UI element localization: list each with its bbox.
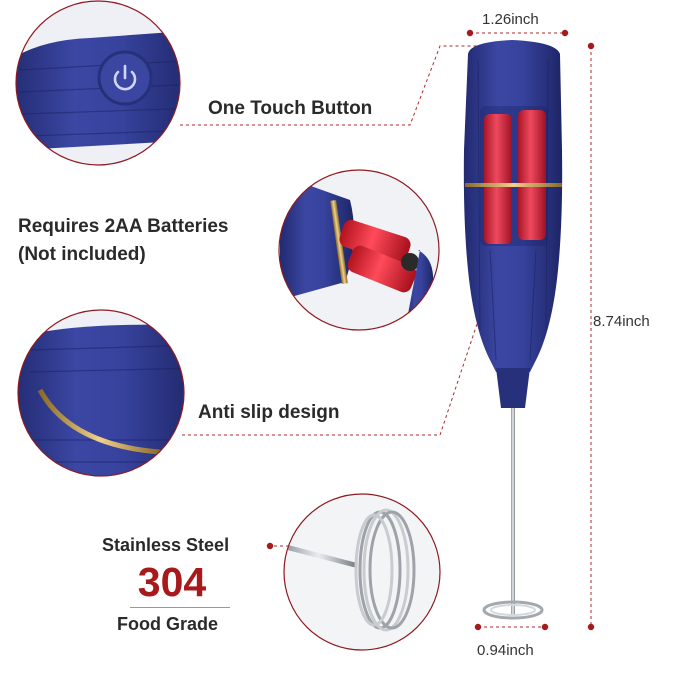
frother-product	[463, 40, 563, 620]
label-stainless-steel: Stainless Steel	[102, 535, 230, 555]
gold-ring	[465, 183, 562, 187]
whisk-coil	[482, 600, 544, 620]
power-icon	[113, 64, 137, 91]
label-one-touch: One Touch Button	[208, 98, 373, 119]
detail-circle-batteries	[278, 169, 440, 331]
label-batteries: Requires 2AA Batteries	[18, 216, 229, 237]
battery-big-2	[347, 245, 417, 293]
grade-underline	[130, 607, 230, 608]
leader-anti-slip	[182, 290, 489, 436]
dimension-bottom-width: 0.94inch	[477, 642, 534, 659]
label-food-grade: Food Grade	[117, 614, 219, 634]
detail-circle-button	[15, 0, 181, 166]
dimension-dots	[266, 29, 595, 631]
gold-ring-detail	[37, 388, 161, 455]
battery-big-1	[339, 219, 411, 265]
detail-circle-whisk	[283, 493, 441, 651]
label-batteries-note: (Not included)	[18, 244, 146, 265]
leader-one-touch	[180, 45, 503, 126]
battery-left	[484, 114, 512, 244]
label-steel-grade: 304	[137, 559, 207, 605]
handle-neck	[496, 368, 530, 408]
battery-right	[518, 110, 546, 240]
detail-circle-anti-slip	[17, 309, 185, 477]
dimension-lines	[470, 32, 592, 628]
label-anti-slip: Anti slip design	[198, 402, 340, 423]
whisk-shaft	[511, 405, 515, 615]
dimension-top-width: 1.26inch	[482, 11, 539, 28]
dimension-height: 8.74inch	[593, 313, 650, 330]
